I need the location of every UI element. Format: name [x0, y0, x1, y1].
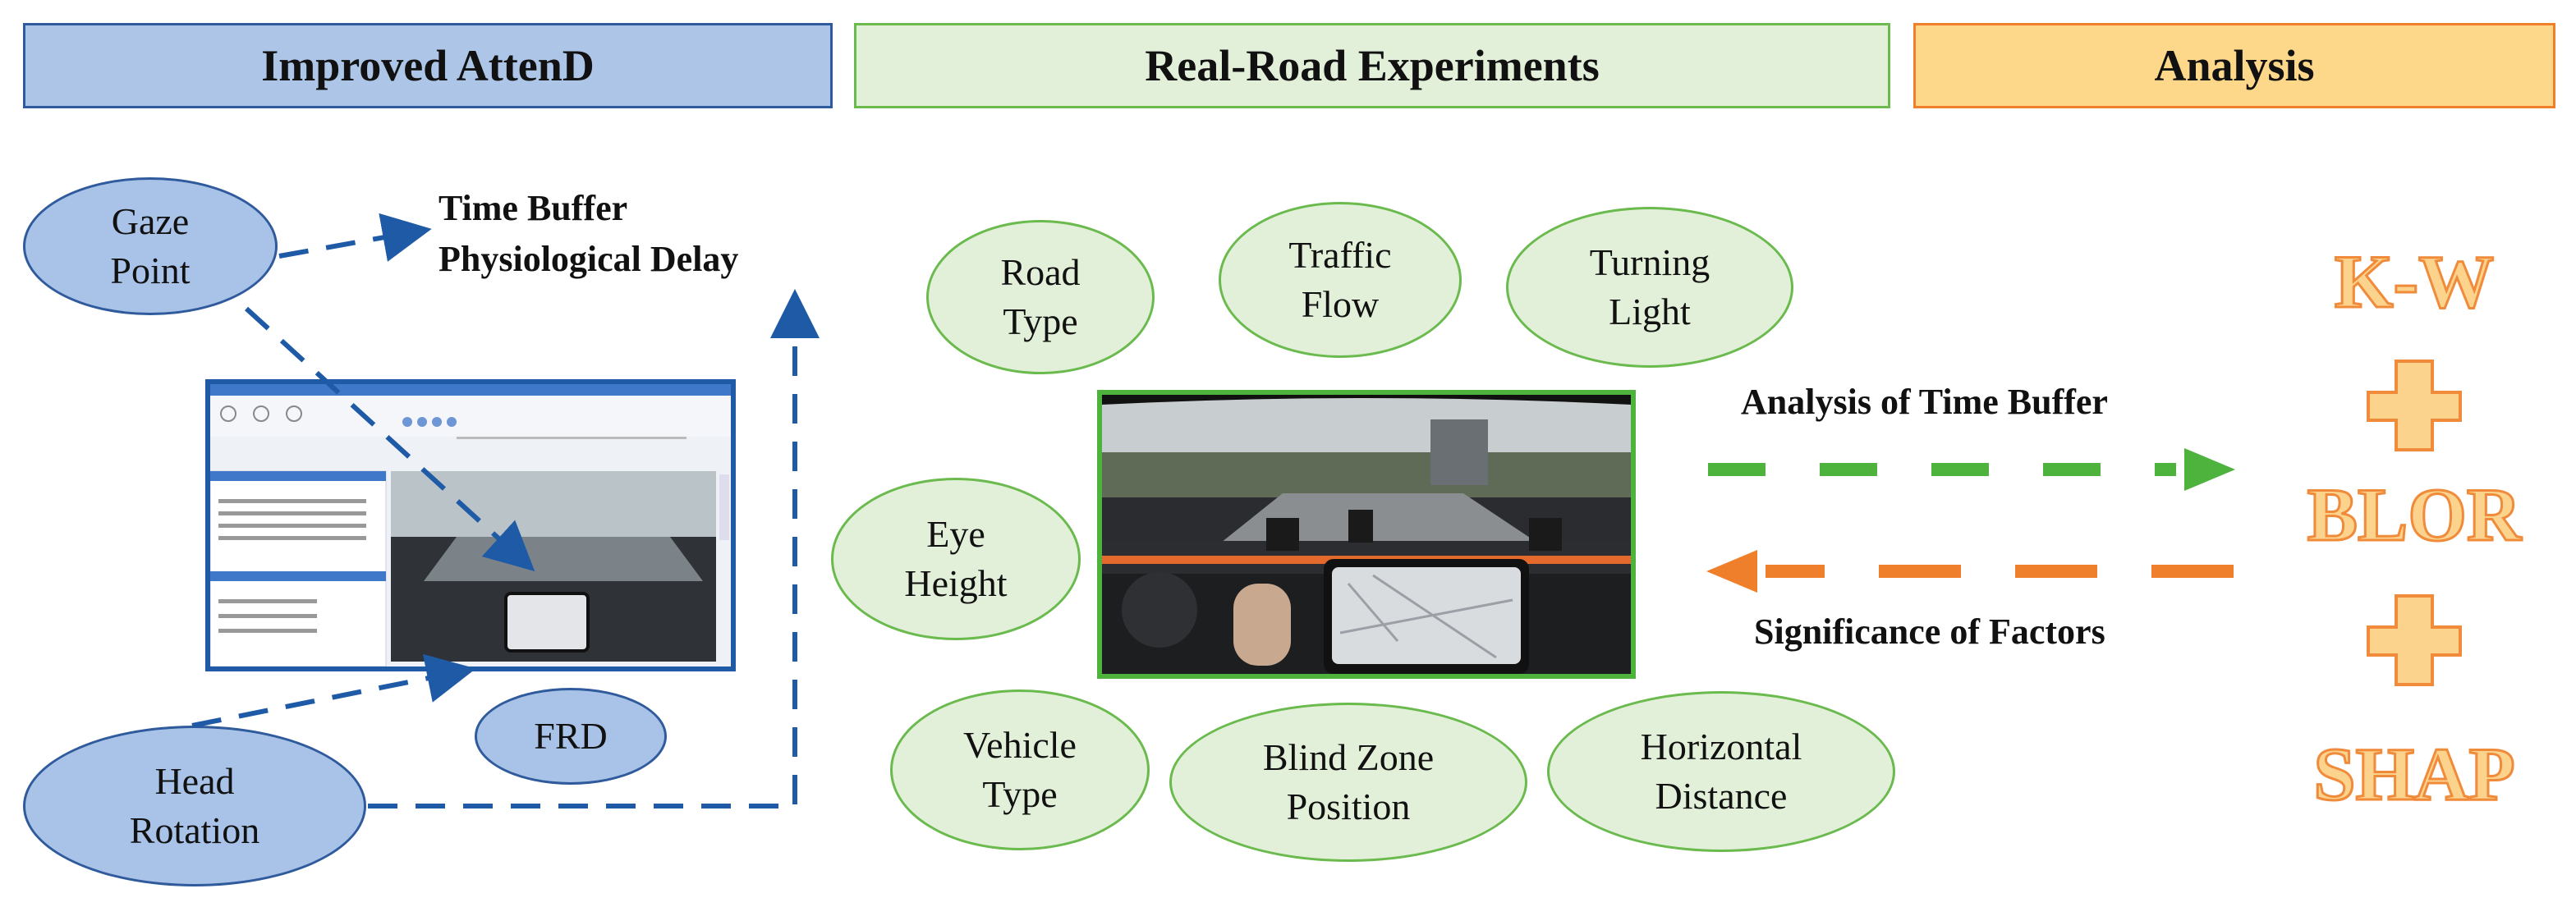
frd-node: FRD [475, 688, 667, 785]
blind-zone-position-node: Blind Zone Position [1169, 703, 1527, 862]
eye-height-node: Eye Height [831, 478, 1081, 640]
gaze-point-node: Gaze Point [23, 177, 278, 315]
vehicle-type-node: Vehicle Type [890, 689, 1150, 850]
significance-of-factors-label: Significance of Factors [1754, 612, 2105, 652]
plus-icon [2367, 594, 2462, 686]
gaze-to-time-buffer-arrow [278, 213, 432, 262]
physiological-delay-label: Physiological Delay [439, 239, 739, 279]
traffic-flow-node: Traffic Flow [1219, 202, 1462, 358]
real-road-car-photo [1097, 390, 1636, 679]
car-interior-illustration [1102, 395, 1631, 674]
significance-factors-arrow [1706, 550, 2234, 593]
plus-icon [2367, 360, 2462, 451]
head-to-delay-arrow [368, 289, 820, 809]
horizontal-distance-node: Horizontal Distance [1547, 691, 1895, 852]
shap-method: SHAP [2312, 731, 2516, 818]
time-buffer-label: Time Buffer [439, 188, 628, 228]
time-buffer-analysis-arrow [1708, 448, 2235, 491]
blor-method: BLOR [2306, 472, 2523, 558]
head-to-screen-arrow [191, 653, 476, 728]
road-type-node: Road Type [926, 220, 1155, 374]
kw-method: K-W [2333, 239, 2495, 325]
header-analysis: Analysis [1913, 23, 2555, 108]
header-real-road-experiments: Real-Road Experiments [854, 23, 1890, 108]
gaze-to-screen-arrow [244, 306, 535, 572]
turning-light-node: Turning Light [1506, 207, 1793, 368]
analysis-of-time-buffer-label: Analysis of Time Buffer [1741, 382, 2108, 422]
header-improved-attend: Improved AttenD [23, 23, 833, 108]
